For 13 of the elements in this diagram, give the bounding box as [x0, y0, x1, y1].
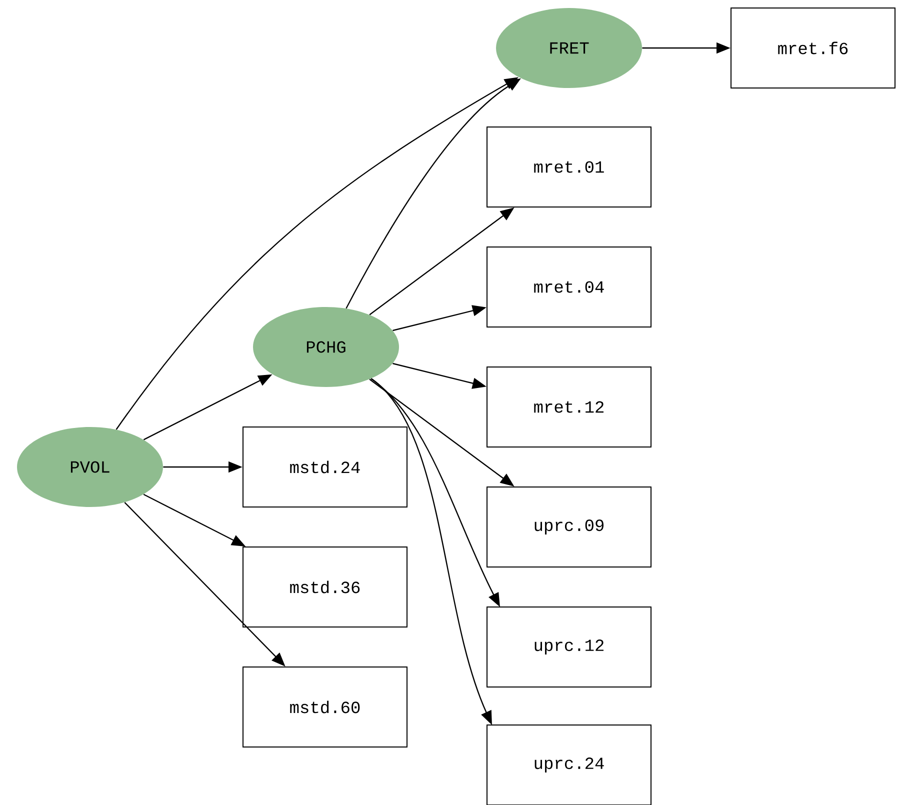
- ellipse-node: PVOL: [17, 427, 163, 507]
- process-box: mret.01: [486, 126, 652, 208]
- process-box: mret.12: [486, 366, 652, 448]
- process-box: uprc.09: [486, 486, 652, 568]
- ellipse-node: PCHG: [253, 307, 399, 387]
- process-box: uprc.24: [486, 724, 652, 805]
- process-box: mstd.24: [242, 426, 408, 508]
- ellipse-node: FRET: [496, 8, 642, 88]
- process-box: mstd.60: [242, 666, 408, 748]
- process-box: mret.04: [486, 246, 652, 328]
- process-box: uprc.12: [486, 606, 652, 688]
- process-box: mstd.36: [242, 546, 408, 628]
- process-box: mret.f6: [730, 8, 896, 88]
